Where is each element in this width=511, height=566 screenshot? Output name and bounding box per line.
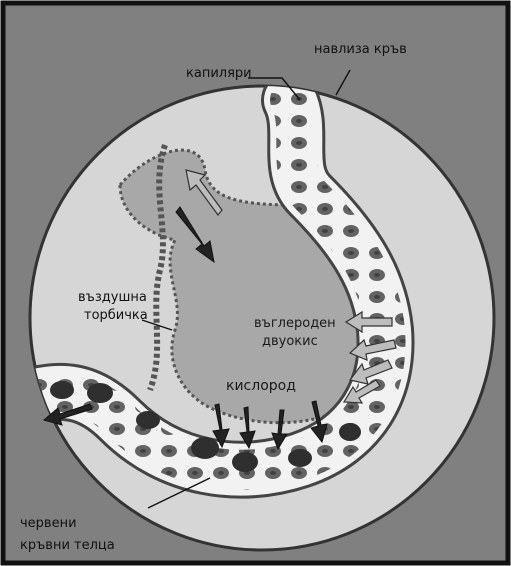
air-sac-label-line1: въздушна — [78, 290, 147, 306]
co2-label-line1: въглероден — [254, 316, 336, 332]
oxygen-label: кислород — [226, 378, 296, 394]
rbc-label-line1: червени — [20, 516, 77, 532]
air-sac-label-line2: торбичка — [84, 308, 148, 324]
capillaries-label: капиляри — [186, 66, 252, 82]
rbc-label-line2: кръвни телца — [20, 538, 115, 554]
co2-label-line2: двуокис — [262, 334, 318, 350]
blood-inflow-label: навлиза кръв — [314, 42, 407, 58]
